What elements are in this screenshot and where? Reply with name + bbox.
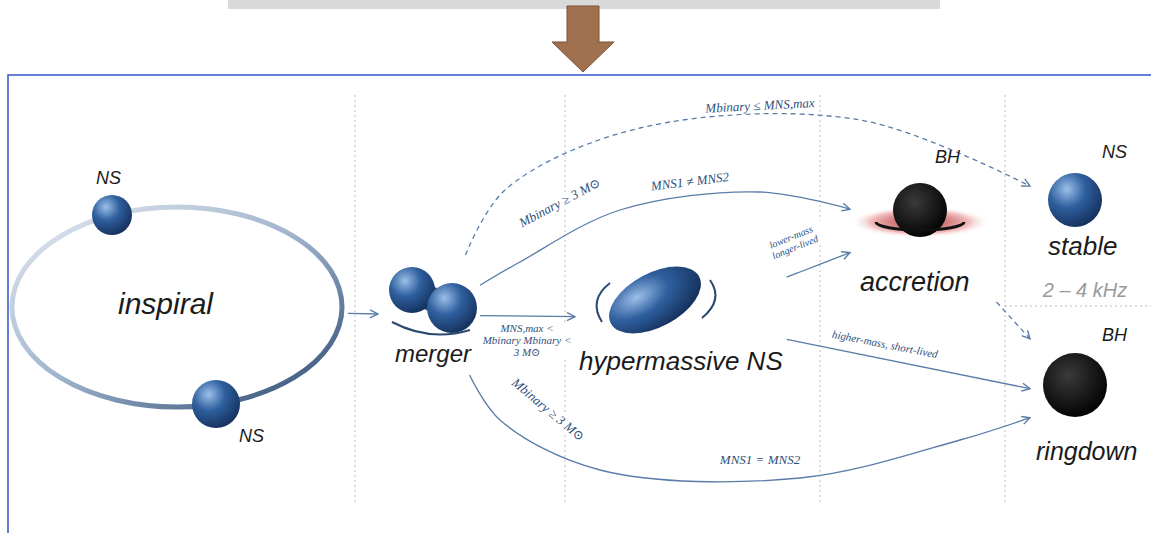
- merger-stage: merger: [378, 255, 480, 375]
- object-label: NS: [239, 426, 264, 447]
- stage-name: inspiral: [118, 287, 213, 322]
- frame: [8, 75, 1151, 533]
- object-label: NS: [96, 168, 121, 189]
- object-label: BH: [1102, 325, 1127, 346]
- condition-label: Mbinary ≥ 3 M⊙: [507, 374, 588, 445]
- neutron-star: [192, 380, 240, 428]
- edge-label: lower-mass longer-lived: [758, 219, 827, 264]
- edge-label: MNS,max < Mbinary Mbinary < 3 M⊙: [479, 322, 575, 358]
- transition-arrow: [480, 192, 850, 285]
- stable-stage: NS stable: [1030, 140, 1140, 275]
- stage-name: accretion: [860, 267, 970, 298]
- condition-label: Mbinary ≥ 3 M⊙: [515, 175, 605, 232]
- transition-arrow: [787, 253, 850, 278]
- stage-name: merger: [395, 340, 471, 368]
- edge-label: MNS1 = MNS2: [718, 453, 802, 467]
- ringdown-stage: BH ringdown: [1030, 325, 1141, 475]
- object-label: BH: [935, 147, 960, 168]
- transition-arrow: [997, 302, 1030, 339]
- transition-arrow: [470, 375, 1030, 482]
- edge-label: MNS1 ≠ MNS2: [648, 170, 732, 194]
- merging-stars: [389, 267, 477, 335]
- inspiral-stage: inspiralNSNS: [10, 165, 348, 455]
- accretion-stage: BH accretion: [850, 145, 1000, 302]
- black-hole-disk: [850, 183, 990, 238]
- transition-arrow: [348, 313, 378, 315]
- frequency-label: 2 – 4 kHz: [1041, 279, 1129, 301]
- edge-label: higher-mass, short-lived: [829, 327, 941, 360]
- neutron-star: [1048, 173, 1102, 227]
- neutron-star: NS: [195, 380, 280, 451]
- transition-arrow: [465, 114, 1030, 255]
- black-hole: [1043, 353, 1107, 417]
- neutron-star: [92, 195, 132, 235]
- hypermassive-stage: hypermassive NS: [575, 255, 787, 381]
- orbit: [12, 207, 342, 407]
- stage-name: hypermassive NS: [579, 347, 783, 377]
- transition-arrow: [480, 316, 575, 317]
- object-label: NS: [1102, 142, 1127, 163]
- stage-name: stable: [1048, 232, 1117, 262]
- neutron-star: NS: [88, 168, 138, 236]
- down-arrow: [552, 6, 614, 72]
- stage-name: ringdown: [1036, 437, 1137, 466]
- hypermassive-star: [597, 253, 716, 348]
- edge-label: Mbinary ≤ MNS,max: [703, 96, 817, 116]
- stage-separators: [355, 95, 1151, 505]
